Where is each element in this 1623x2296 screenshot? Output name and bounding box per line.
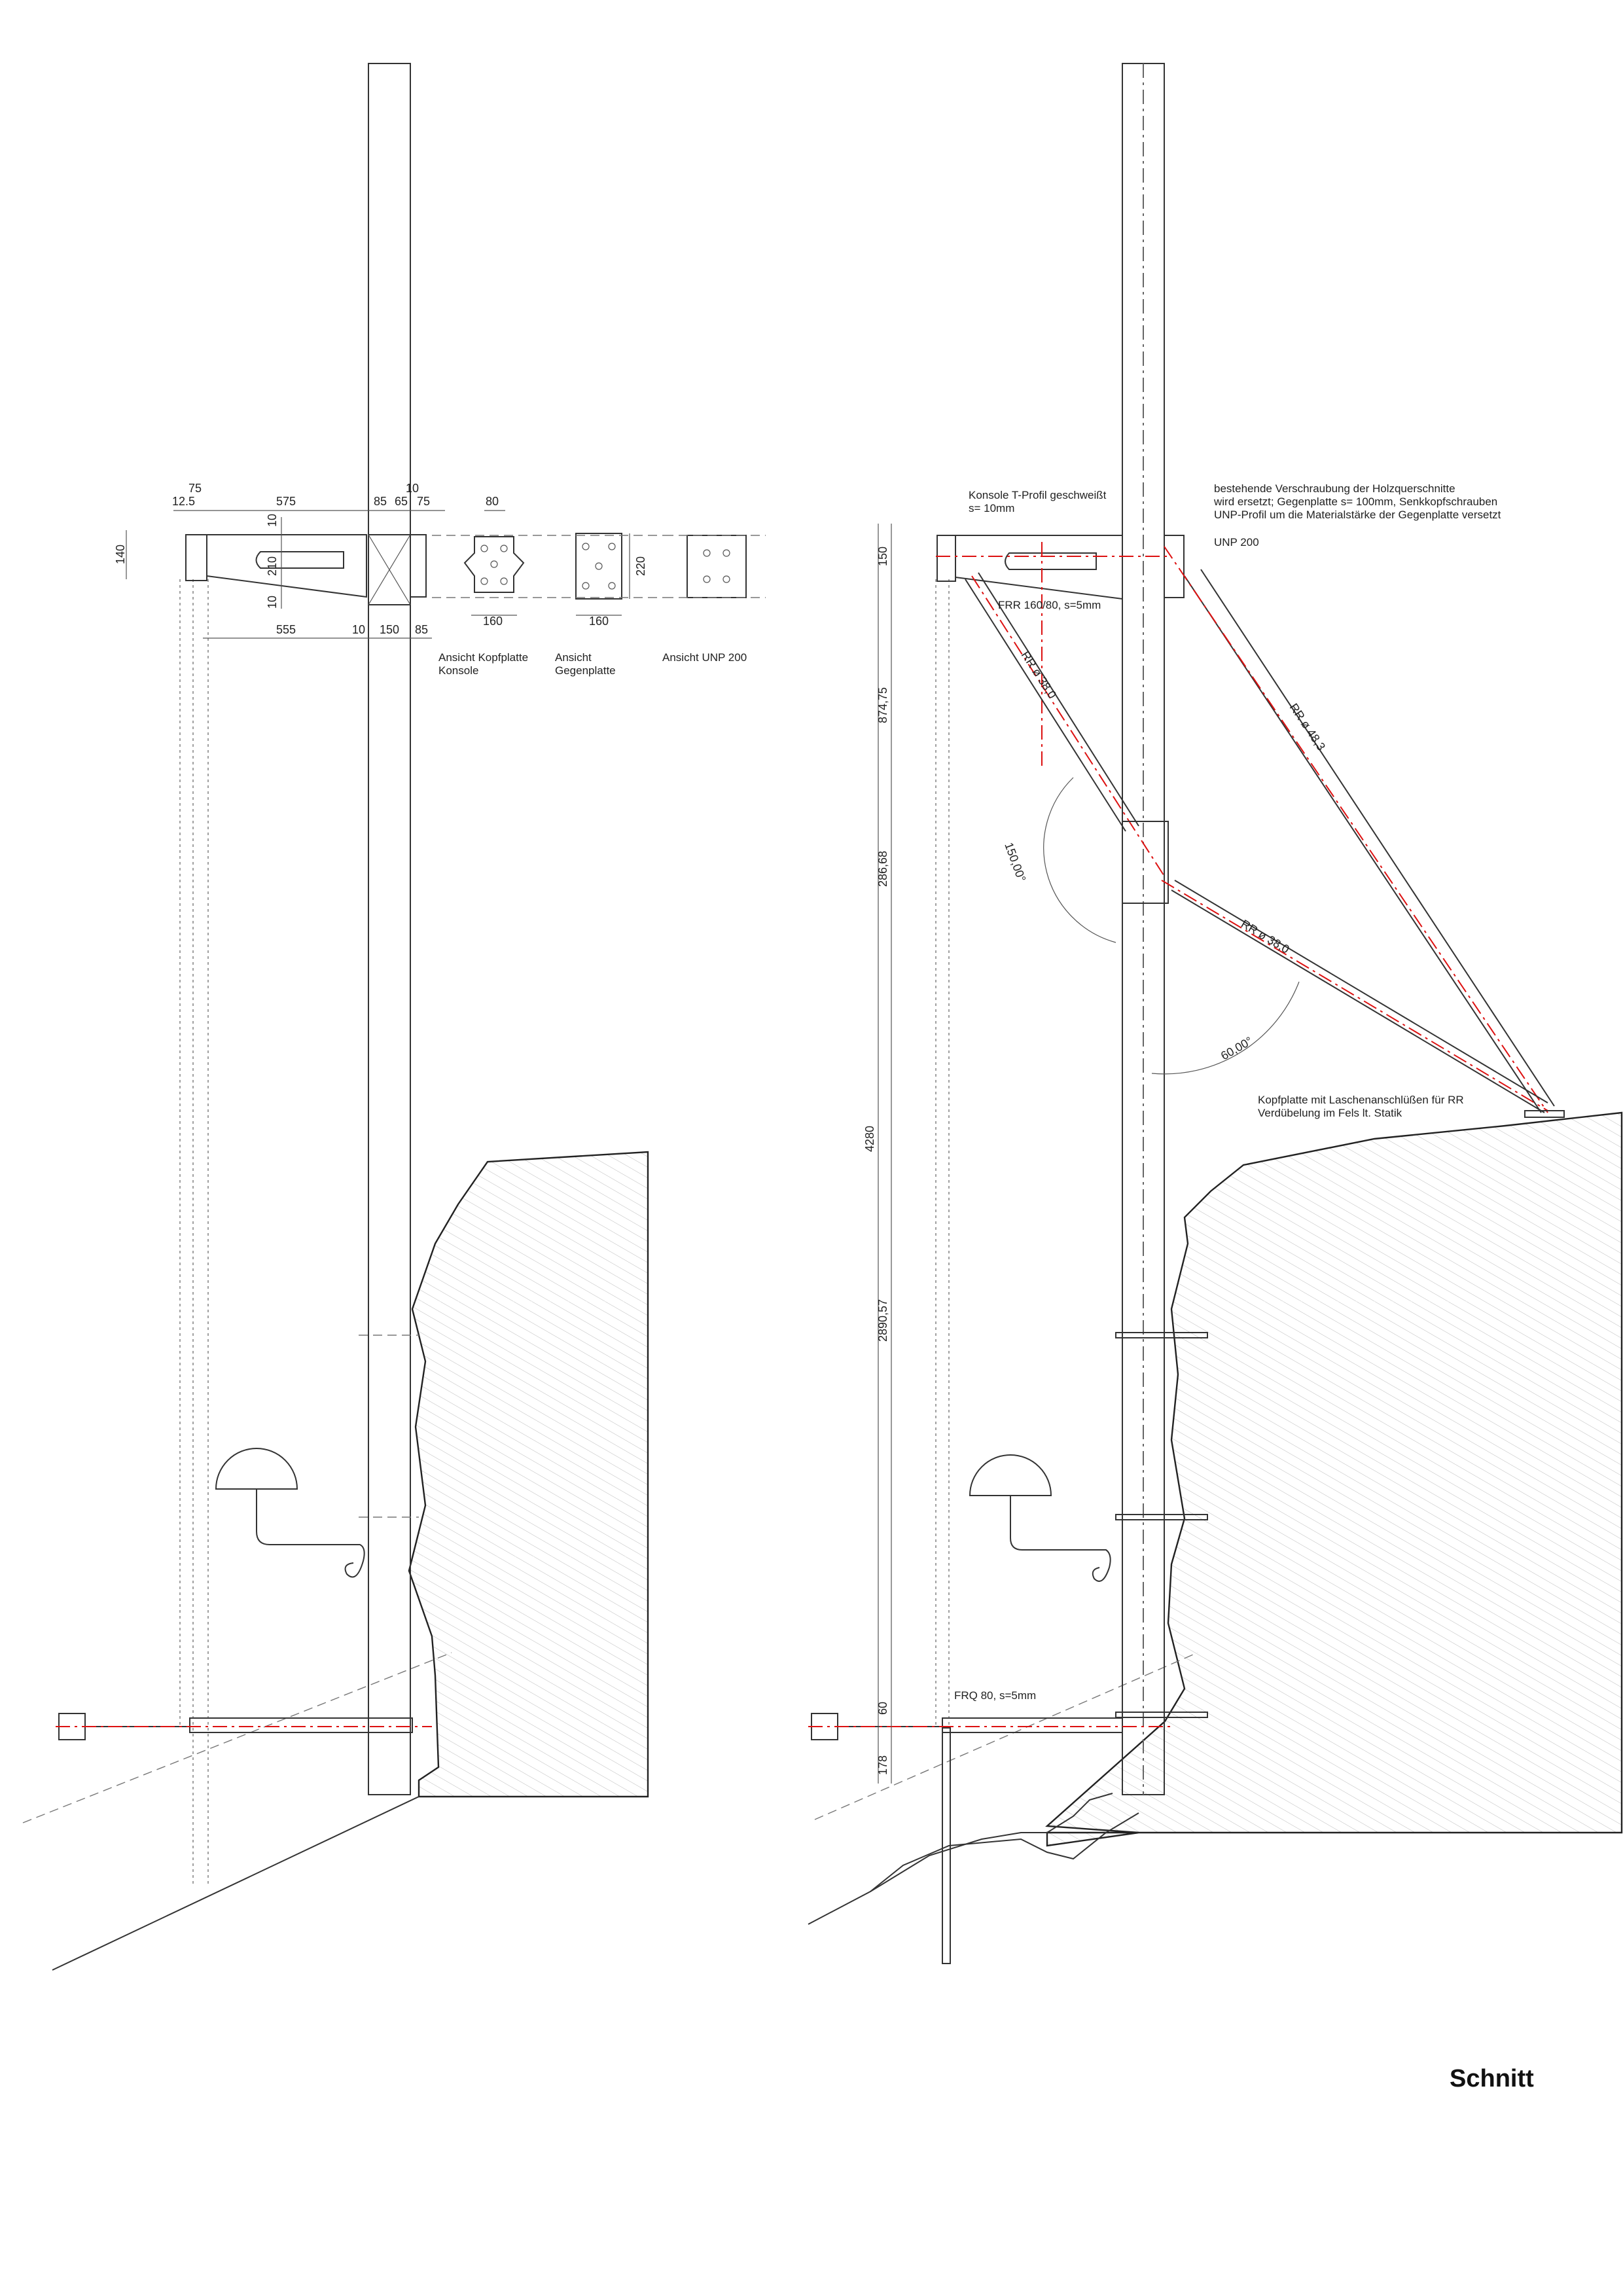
label-angle-150: 150,00°	[1002, 841, 1028, 884]
left-console-slot	[255, 551, 344, 569]
left-ground-line	[52, 1796, 419, 1971]
left-console-plate	[185, 534, 207, 581]
dim-bottom-555: 555	[276, 623, 296, 636]
note-konsole-1: Konsole T-Profil geschweißt	[969, 489, 1107, 501]
right-bottom-brace	[942, 1717, 1123, 1733]
right-anchor-rod	[942, 1727, 951, 1964]
right-bolt-1	[1115, 1332, 1208, 1338]
right-console-slot	[1005, 552, 1097, 570]
dim-bottom-10: 10	[352, 623, 365, 636]
angle-60-arc	[1151, 981, 1300, 1075]
dim-top-10: 10	[406, 482, 419, 495]
dim-gegen-220: 220	[634, 556, 647, 576]
rr-lower-edge-2	[1174, 880, 1548, 1103]
rr-main-axis	[1164, 546, 1548, 1113]
rr-lower-edge-1	[1171, 889, 1545, 1113]
dim-right-2890: 2890,57	[876, 1299, 889, 1342]
left-view: 75 12.5 575 85 65 10 75 10 210 10 140 55…	[22, 63, 766, 1971]
right-console-plate	[936, 535, 956, 582]
dim-right-4280: 4280	[863, 1126, 876, 1152]
label-kopfplatte-2: Konsole	[438, 664, 478, 677]
dim-vert-210: 210	[266, 556, 279, 576]
dim-top-85: 85	[374, 495, 387, 508]
dim-bottom-85: 85	[415, 623, 428, 636]
rr-main-edge-1	[1184, 575, 1542, 1113]
dim-vert-10b: 10	[266, 596, 279, 609]
left-block-x2	[368, 534, 411, 605]
rr-upper-axis	[971, 575, 1166, 878]
dim-top-75: 75	[188, 482, 202, 495]
rr-main-edge-2	[1200, 569, 1555, 1107]
right-ground-dashed	[814, 1652, 1198, 1820]
label-gegen-1: Ansicht	[555, 651, 592, 664]
label-unp: Ansicht UNP 200	[662, 651, 747, 664]
right-ground-lower	[870, 1812, 1139, 1892]
right-unp	[1164, 535, 1185, 598]
left-console-unp	[410, 534, 427, 598]
label-gegen-2: Gegenplatte	[555, 664, 616, 677]
gegenplatte-outline	[575, 533, 622, 600]
dim-bottom-150: 150	[380, 623, 399, 636]
dim-right-178: 178	[876, 1755, 889, 1775]
dim-right-286: 286,68	[876, 851, 889, 887]
left-rock-hatch	[408, 1151, 649, 1798]
dim-right-150: 150	[876, 547, 889, 566]
detail-unp: Ansicht UNP 200	[662, 535, 766, 664]
label-rr-lower: RR ø 38,0	[1239, 917, 1292, 956]
unp-outline	[687, 535, 747, 598]
dim-vert-10a: 10	[266, 514, 279, 527]
left-ground-dashed	[22, 1652, 452, 1823]
right-bolt-3	[1115, 1712, 1208, 1718]
label-kopfplatte-1: Ansicht Kopfplatte	[438, 651, 528, 664]
dim-vert-140: 140	[114, 545, 127, 564]
left-handrail-arm	[256, 1489, 365, 1578]
label-rr-main: RR ø 48,3	[1287, 701, 1328, 753]
right-rock-hatch	[1045, 1111, 1623, 1847]
detail-kopfplatte: 80 160 Ansicht Kopfplatte Konsole	[438, 495, 528, 677]
angle-150-arc	[1043, 777, 1116, 943]
right-handrail-cap	[969, 1454, 1052, 1496]
left-post	[368, 63, 411, 1795]
rr-upper-edge-1	[965, 579, 1126, 832]
note-unp: UNP 200	[1214, 536, 1259, 548]
detail-gegenplatte: 160 220 Ansicht Gegenplatte	[555, 533, 647, 677]
dim-top-575: 575	[276, 495, 296, 508]
rr-lower-axis	[1161, 880, 1548, 1111]
drawing-title: Schnitt	[1450, 2065, 1534, 2092]
dim-kopfplatte-80: 80	[486, 495, 499, 508]
note-frr: FRR 160/80, s=5mm	[998, 599, 1101, 611]
right-console	[955, 535, 1123, 600]
kopfplatte-outline	[463, 536, 525, 593]
left-handrail-cap	[215, 1448, 298, 1490]
right-view: Konsole T-Profil geschweißt s= 10mm best…	[808, 63, 1623, 1964]
note-verschraubung-2: wird ersetzt; Gegenplatte s= 100mm, Senk…	[1213, 495, 1497, 508]
dim-top-12-5: 12.5	[172, 495, 195, 508]
dim-right-60: 60	[876, 1702, 889, 1715]
note-verschraubung-1: bestehende Verschraubung der Holzquersch…	[1214, 482, 1455, 495]
right-handrail-arm	[1010, 1496, 1111, 1582]
left-console	[206, 534, 367, 598]
left-bottom-brace	[189, 1717, 413, 1733]
right-foot-plate	[1524, 1110, 1565, 1118]
label-angle-60: 60,00°	[1219, 1034, 1255, 1062]
dim-right-874: 874,75	[876, 687, 889, 723]
note-kopfplatte-1: Kopfplatte mit Laschenanschlüßen für RR	[1258, 1094, 1464, 1106]
right-ground-line	[808, 1793, 1113, 1925]
dim-kopfplatte-160: 160	[483, 615, 503, 628]
note-konsole-2: s= 10mm	[969, 502, 1014, 514]
note-verschraubung-3: UNP-Profil um die Materialstärke der Geg…	[1214, 509, 1501, 521]
note-kopfplatte-2: Verdübelung im Fels lt. Statik	[1258, 1107, 1402, 1119]
dim-gegen-160: 160	[589, 615, 609, 628]
rr-upper-edge-2	[978, 572, 1139, 827]
note-frq: FRQ 80, s=5mm	[954, 1689, 1036, 1702]
dim-top-65: 65	[395, 495, 408, 508]
label-rr-upper: RR ø 38,0	[1019, 649, 1059, 701]
right-joint-plate-ext	[1164, 821, 1169, 904]
right-bolt-2	[1115, 1514, 1208, 1520]
dim-top-75b: 75	[417, 495, 430, 508]
